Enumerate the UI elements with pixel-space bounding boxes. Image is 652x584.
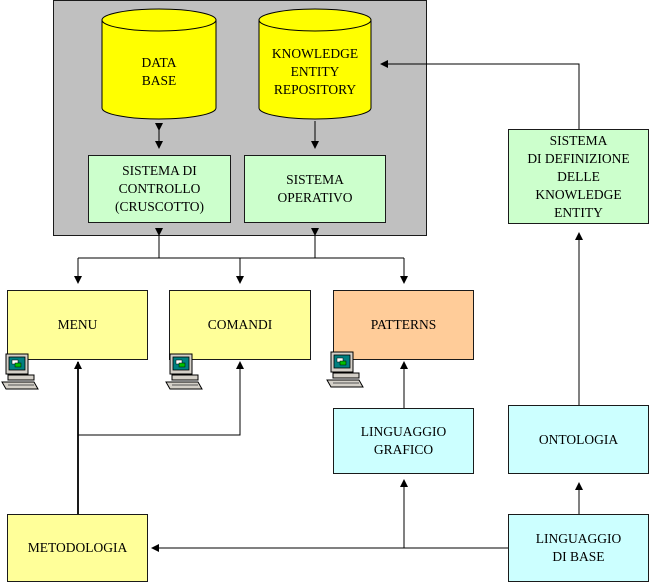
metodologia-comandi-connector <box>78 361 244 436</box>
base-grafico-connector <box>400 479 508 549</box>
computer-terminal-icon <box>326 351 364 388</box>
data-base-node: DATA BASE <box>141 55 177 88</box>
knowledge-repository-node: KNOWLEDGE ENTITY REPOSITORY <box>271 46 359 97</box>
comandi-node: COMANDI <box>169 290 311 360</box>
database-cylinder <box>101 8 217 120</box>
computer-terminal-icon <box>1 353 39 390</box>
linguaggio-base-node: LINGUAGGIO DI BASE <box>508 514 649 582</box>
linguaggio-grafico-node: LINGUAGGIO GRAFICO <box>333 408 474 474</box>
ontologia-node: ONTOLOGIA <box>508 405 649 474</box>
sistema-definizione-node: SISTEMA DI DEFINIZIONE DELLE KNOWLEDGE E… <box>508 129 649 224</box>
metodologia-node: METODOLOGIA <box>7 514 148 582</box>
definizione-repo-connector <box>380 60 580 129</box>
patterns-node: PATTERNS <box>333 290 474 360</box>
sistema-operativo-node: SISTEMA OPERATIVO <box>244 155 386 223</box>
repository-cylinder <box>258 8 372 120</box>
menu-node: MENU <box>7 290 148 360</box>
sistema-controllo-node: SISTEMA DI CONTROLLO (CRUSCOTTO) <box>88 155 231 223</box>
computer-terminal-icon <box>165 353 203 390</box>
